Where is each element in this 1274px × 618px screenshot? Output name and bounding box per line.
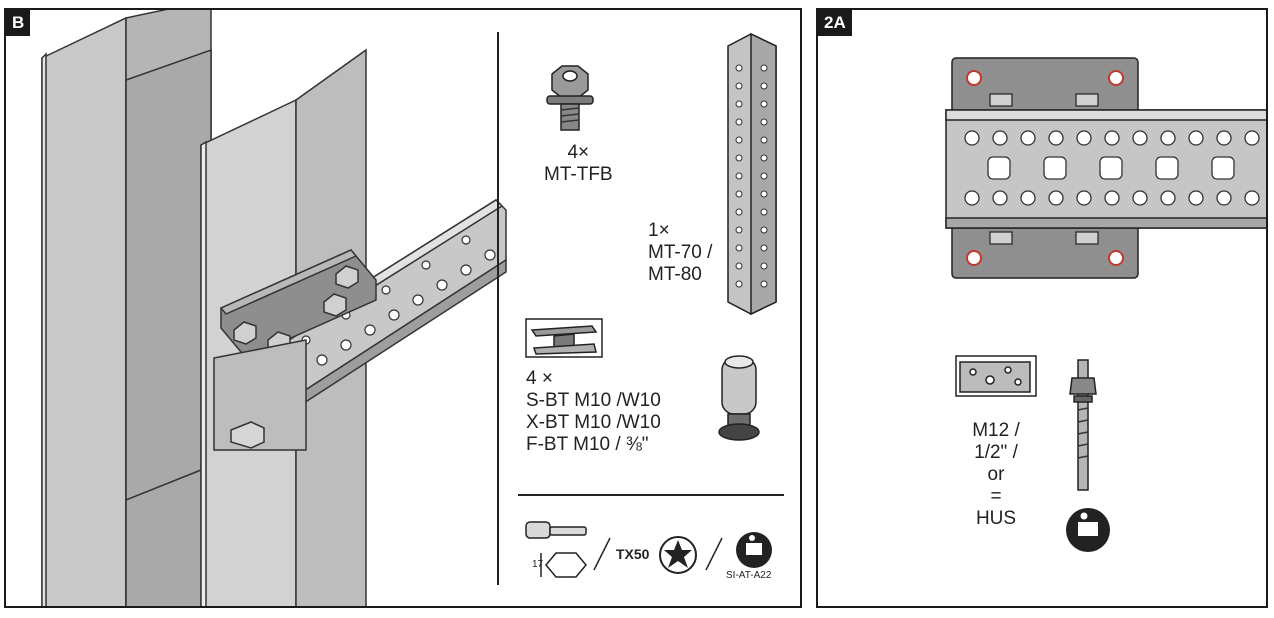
torx-label: TX50	[616, 546, 650, 562]
beam-clamp-icon	[525, 318, 603, 358]
clamp-line-2: X-BT M10 /W10	[526, 412, 661, 433]
anchor-line-5: HUS	[975, 508, 1017, 529]
panel-b-illustration	[41, 10, 784, 606]
wrench-icon	[525, 521, 587, 539]
rail-section	[945, 109, 1266, 229]
panel-2a-tag: 2A	[818, 10, 852, 36]
hex-screw-icon	[546, 65, 594, 131]
panel-2a-illustration	[945, 57, 1266, 552]
anchor-line-3: or	[987, 464, 1005, 485]
clamp-plate	[219, 249, 377, 359]
plate-nuts	[989, 93, 1099, 245]
screw-qty: 4×	[567, 142, 590, 163]
channel-rail-icon	[727, 32, 777, 316]
lower-bracket	[213, 339, 307, 451]
clamp-qty: 4 ×	[526, 368, 553, 389]
doc-ref: SI-AT-A22	[726, 570, 772, 581]
anchor-line-2: 1/2" /	[974, 442, 1018, 463]
manual-reading-icon	[736, 532, 772, 568]
hex-socket-icon	[540, 552, 587, 578]
clamp-line-1: S-BT M10 /W10	[526, 390, 661, 411]
rail-code-2: MT-80	[648, 264, 702, 285]
panel-2a: 2A	[816, 8, 1268, 608]
screw-code: MT-TFB	[544, 164, 613, 185]
panel-b-tag: B	[6, 10, 31, 36]
clamp-line-3: F-BT M10 / ⅜"	[526, 434, 649, 455]
torx-icon	[659, 536, 697, 574]
rail-code-1: MT-70 /	[648, 242, 713, 263]
anchor-bolt-icon	[1069, 359, 1097, 491]
anchor-line-4: =	[990, 486, 1002, 507]
concrete-block-icon	[955, 355, 1037, 397]
panel-b: B	[4, 8, 802, 608]
threaded-stud-icon	[718, 355, 760, 441]
wrench-size: 17	[532, 559, 544, 570]
manual-reading-icon	[1066, 508, 1110, 552]
rail-qty: 1×	[648, 220, 670, 241]
anchor-line-1: M12 /	[972, 420, 1020, 441]
